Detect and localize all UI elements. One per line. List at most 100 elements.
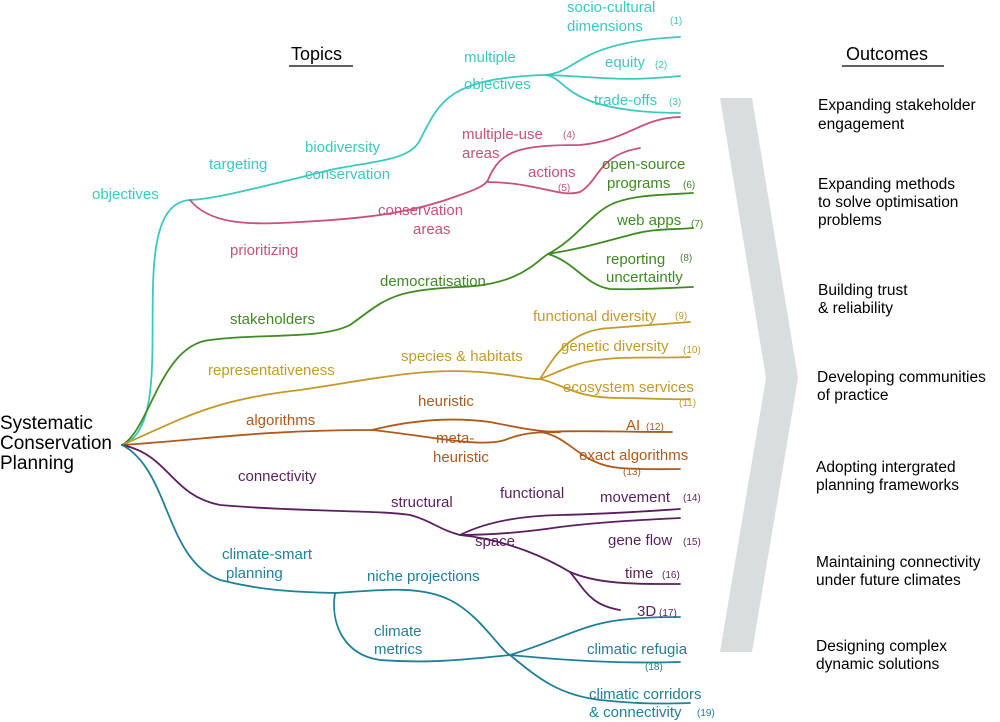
number-15: (15) [683,537,701,548]
label-climatic-refugia: climatic refugia [587,641,688,658]
label-algorithms: algorithms [246,412,315,429]
label-uncertainty: uncertaintly [606,269,683,286]
number-5: (5) [558,183,570,194]
number-6: (6) [683,180,695,191]
climate-to-niche [334,588,511,656]
objectives-trunk [121,74,546,446]
label-meta: meta- [436,430,474,447]
algorithms-branch [121,418,681,471]
label-reporting: reporting [606,251,665,268]
label-trade-offs: trade-offs [594,92,657,109]
label-climate-smart-planning: planning [226,565,283,582]
label-time: time [625,565,653,582]
label-exact-algorithms: exact algorithms [579,447,688,464]
number-1: (1) [670,16,682,27]
objectives-to-equity [547,74,681,80]
connectivity-to-movement [459,508,681,536]
represent-to-functional [539,321,691,380]
label-connectivity: connectivity [238,468,317,485]
label-structural: structural [391,494,453,511]
label-climatic-corridors: climatic corridors [589,686,702,703]
objectives-branch [121,36,681,446]
climate-to-corridors [509,654,691,705]
outcome-7-line1: Designing complex [816,638,947,655]
outcome-3-line1: Building trust [818,282,908,299]
outcome-5-line2: planning frameworks [816,477,959,494]
label-climate-metrics-1: climate [374,623,422,640]
label-climatic-connectivity: & connectivity [589,704,682,721]
label-objectives: objectives [92,186,159,203]
number-9: (9) [675,311,687,322]
outcome-2: Expanding methods to solve optimisation … [818,176,958,229]
algorithms-to-exact [539,431,681,471]
outcome-6: Maintaining connectivity under future cl… [816,554,981,589]
outcome-2-line3: problems [818,212,882,229]
label-prioritizing: prioritizing [230,242,298,259]
root-label-line3: Planning [0,453,74,474]
representativeness-branch [121,321,691,446]
outcome-1-line1: Expanding stakeholder [818,97,976,114]
algorithms-metaheuristic [371,429,561,444]
label-ecosystem-services: ecosystem services [563,379,694,396]
prioritizing-trunk [189,179,489,225]
objectives-to-tradeoffs [544,74,681,114]
prioritizing-to-multiuse [487,116,681,181]
number-10: (10) [683,345,701,356]
number-19: (19) [697,708,715,719]
label-representativeness: representativeness [208,362,335,379]
root-label-line2: Conservation [0,433,112,454]
outcome-4: Developing communities of practice [817,369,986,404]
number-2: (2) [655,60,667,71]
label-conservation-areas-1: conservation [378,202,463,219]
outcome-3: Building trust & reliability [818,282,908,317]
label-objectives-2: objectives [464,76,531,93]
represent-to-ecosystem [539,378,691,401]
label-movement: movement [600,489,671,506]
label-3d: 3D [637,603,656,620]
climate-to-refugia [509,616,681,656]
climate-to-refugia-lower [509,654,681,664]
outcome-7: Designing complex dynamic solutions [816,638,947,673]
algorithms-heuristic [371,418,561,433]
outcome-4-line1: Developing communities [817,369,986,386]
objectives-to-socio [544,36,681,76]
label-targeting: targeting [209,156,267,173]
label-gene-flow: gene flow [608,532,672,549]
stakeholders-to-reporting [547,253,694,291]
label-conservation-areas-2: areas [413,221,451,238]
number-18: (18) [645,662,663,673]
label-multiple-use-areas: areas [462,145,500,162]
outcome-6-line1: Maintaining connectivity [816,554,981,571]
outcome-4-line2: of practice [817,387,889,404]
number-16: (16) [662,570,680,581]
outcome-2-line1: Expanding methods [818,176,955,193]
label-heuristic: heuristic [418,393,474,410]
topics-heading: Topics [291,44,342,64]
stakeholders-trunk [121,253,549,446]
outcomes-heading: Outcomes [846,44,928,64]
number-12: (12) [646,422,664,433]
represent-to-genetic [539,356,691,380]
number-8: (8) [680,253,692,264]
label-conservation: conservation [305,166,390,183]
label-climate-metrics-2: metrics [374,641,422,658]
outcome-1-line2: engagement [818,116,905,133]
label-space: space [475,533,515,550]
connectivity-branch [121,444,681,611]
label-dimensions: dimensions [567,18,643,35]
label-biodiversity: biodiversity [305,139,381,156]
connectivity-to-3d [569,571,621,611]
label-democratisation: democratisation [380,273,486,290]
label-multiple: multiple [464,49,516,66]
outcome-5: Adopting intergrated planning frameworks [816,459,959,494]
label-equity: equity [605,54,646,71]
algorithms-to-ai [539,430,673,433]
number-14: (14) [683,493,701,504]
label-climate-smart: climate-smart [222,546,313,563]
stakeholders-to-opensource [547,192,694,255]
root-label-line1: Systematic [0,413,93,434]
outcomes-arrow-shape [720,98,798,652]
number-4: (4) [563,130,575,141]
label-niche-projections: niche projections [367,568,480,585]
outcome-6-line2: under future climates [816,572,961,589]
